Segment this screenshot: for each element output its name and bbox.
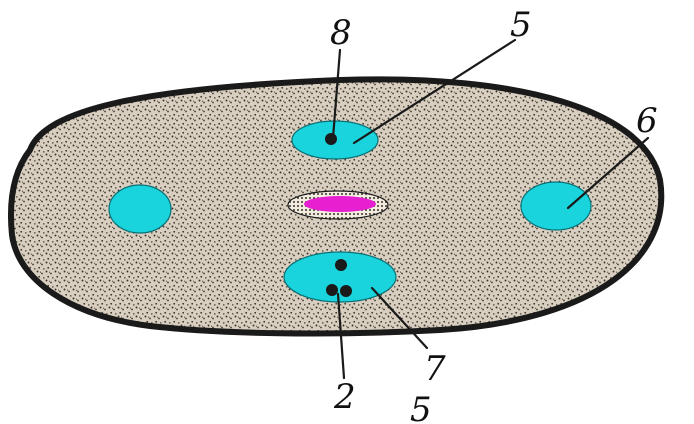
label-6: 6 bbox=[636, 101, 658, 141]
right-cavity bbox=[521, 182, 591, 230]
label-8: 8 bbox=[330, 13, 352, 53]
paired-body-left bbox=[326, 284, 338, 296]
label-2: 2 bbox=[333, 377, 356, 417]
lower-dark-body bbox=[335, 259, 347, 271]
label-5-bottom: 5 bbox=[410, 390, 432, 424]
upper-dark-body bbox=[325, 133, 337, 145]
paired-body-right bbox=[340, 285, 352, 297]
label-5-top: 5 bbox=[510, 5, 532, 45]
label-7: 7 bbox=[424, 349, 446, 389]
central-canal-lumen bbox=[304, 196, 376, 212]
left-cavity bbox=[109, 185, 171, 233]
